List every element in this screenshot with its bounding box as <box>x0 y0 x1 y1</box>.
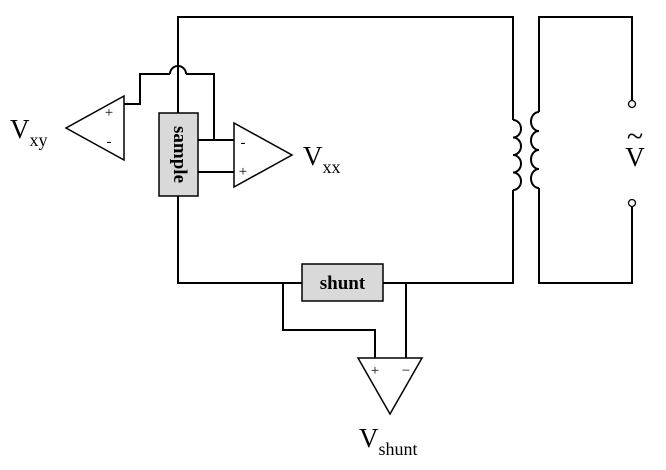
primary-coil <box>512 119 522 191</box>
vshunt-minus-sign: − <box>402 363 410 379</box>
main-loop-wires <box>177 16 514 284</box>
vshunt-plus-sign: + <box>371 363 379 379</box>
shunt-label: shunt <box>320 273 366 294</box>
vshunt-wiring <box>282 283 407 358</box>
vxy-plus-sign: + <box>105 105 113 121</box>
vxy-minus-sign: - <box>107 134 112 150</box>
sample-label: sample <box>169 126 190 183</box>
ac-terminal-top <box>627 99 637 109</box>
vshunt-output-label: Vshunt <box>359 423 418 459</box>
transformer <box>512 16 637 284</box>
shunt-component: shunt <box>301 263 384 302</box>
vxy-output-label: Vxy <box>10 114 48 150</box>
vxx-output-label: Vxx <box>303 141 341 177</box>
ac-voltage-label: V <box>625 142 645 172</box>
vxy-amplifier: + - <box>64 94 125 162</box>
ac-tilde: ~ <box>627 120 643 153</box>
ac-source-label: ~ V <box>625 120 645 172</box>
vxx-wiring <box>198 139 234 173</box>
secondary-coil <box>530 111 540 189</box>
vxx-plus-sign: + <box>239 164 247 180</box>
vxx-minus-sign: - <box>241 135 246 151</box>
sample-component: sample <box>158 112 199 197</box>
ac-terminal-bottom <box>627 198 637 208</box>
vxx-amplifier: - + <box>233 121 294 189</box>
vshunt-amplifier: + − <box>356 357 424 416</box>
